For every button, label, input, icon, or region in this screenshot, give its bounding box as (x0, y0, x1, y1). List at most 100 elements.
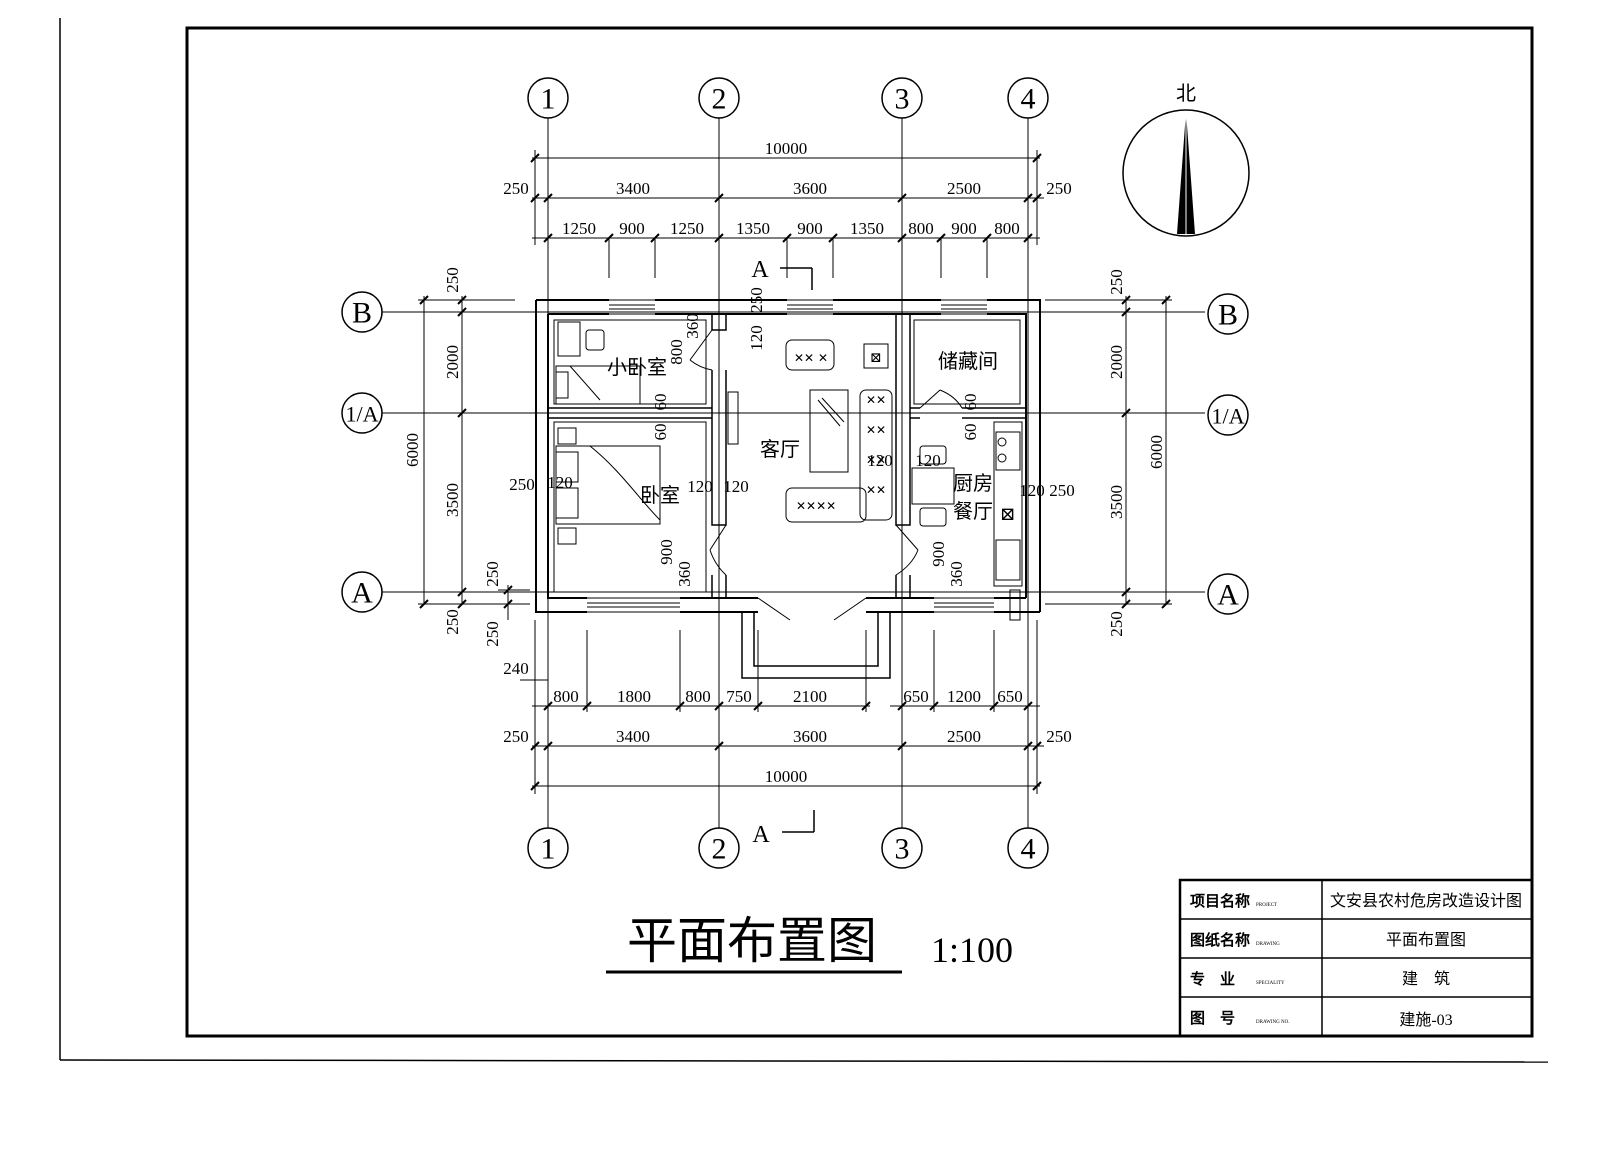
dim-right-part-3: 3500 (1107, 485, 1126, 519)
dim-left-part-4: 250 (443, 609, 462, 635)
drawing-frame (185, 26, 1534, 1038)
dim-bottom-end-left: 250 (503, 727, 529, 746)
room-label-kitchen: 厨房 (953, 472, 993, 495)
dim-int-900-left: 900 (657, 539, 676, 565)
tb-value-speciality: 建 筑 (1402, 970, 1450, 988)
dim-int-360-right: 360 (947, 561, 966, 587)
grid-bubble-4-bottom (1007, 827, 1049, 869)
sofa-cushions: ✕✕ ✕ ✕✕✕✕ ✕✕ ✕✕ ✕✕ ✕✕ ⊠ ⊠ (794, 351, 1015, 524)
room-label-small-bedroom: 小卧室 (607, 356, 667, 379)
dim-int-360-left: 360 (675, 561, 694, 587)
dim-int-250-left: 250 (509, 475, 535, 494)
sheet-edge-bottom (59, 1059, 1549, 1063)
dim-porch: 240 (503, 659, 529, 678)
grid-bubble-B-right (1207, 293, 1249, 335)
grid-bubble-A-left (341, 571, 383, 613)
tb-en-drawing: DRAWING (1256, 942, 1280, 947)
dim-int-60-d: 60 (961, 424, 980, 441)
grid-label-A-left: A (351, 577, 373, 610)
dim-int-360-top: 360 (683, 313, 702, 339)
dim-int-120-c: 120 (867, 451, 893, 470)
grid-bubble-B-left (341, 291, 383, 333)
grid-lines (378, 118, 1205, 828)
tb-label-speciality: 专 业 (1190, 970, 1235, 988)
dim-bottom-bay-2: 3600 (793, 727, 827, 746)
door-main (757, 597, 867, 621)
dim-right-part-2: 2000 (1107, 345, 1126, 379)
door-small-bedroom (689, 329, 713, 371)
north-arrow: 北 (1122, 82, 1250, 237)
bedroom-bed (555, 445, 661, 525)
dim-int-120-d: 120 (915, 451, 941, 470)
door-bedroom (709, 524, 727, 576)
svg-text:✕✕: ✕✕ (866, 483, 886, 497)
tb-en-project: PROJECT (1256, 903, 1277, 908)
dim-top-win-5: 900 (797, 219, 823, 238)
grid-bubble-A-right (1207, 573, 1249, 615)
dim-top-bay-1: 3400 (616, 179, 650, 198)
dim-int-60-c: 60 (961, 394, 980, 411)
svg-text:✕✕: ✕✕ (794, 351, 814, 365)
dim-right-total: 6000 (1147, 435, 1166, 469)
tb-label-drawing-no: 图 号 (1190, 1010, 1235, 1027)
section-mark-top: A (751, 257, 813, 290)
dim-left-small-2: 250 (483, 621, 502, 647)
north-circle (1122, 109, 1250, 237)
dim-bottom-open-4: 750 (726, 687, 752, 706)
svg-text:✕✕: ✕✕ (866, 393, 886, 407)
tb-value-project: 文安县农村危房改造设计图 (1330, 892, 1522, 910)
svg-text:⊠: ⊠ (1000, 504, 1015, 524)
dim-left-part-3: 3500 (443, 483, 462, 517)
left-dimension-lines (418, 296, 530, 620)
grid-bubble-1A-right (1207, 394, 1249, 436)
grid-bubbles (341, 77, 1249, 869)
grid-label-1A-right: 1/A (1212, 404, 1245, 429)
dim-int-60-a: 60 (651, 394, 670, 411)
tb-en-drawing-no: DRAWING NO. (1256, 1020, 1289, 1025)
dim-top-end-left: 250 (503, 179, 529, 198)
room-label-living: 客厅 (760, 438, 800, 461)
dim-bottom-end-right: 250 (1046, 727, 1072, 746)
svg-text:✕✕: ✕✕ (866, 423, 886, 437)
tb-value-drawing-no: 建施-03 (1399, 1011, 1452, 1029)
sofa-top (785, 339, 835, 371)
kitchen-counter (993, 421, 1023, 587)
dim-bottom-bay-1: 3400 (616, 727, 650, 746)
dim-right-part-4: 250 (1107, 611, 1126, 637)
dim-left-small-1: 250 (483, 561, 502, 587)
dim-right-part-1: 250 (1107, 269, 1126, 295)
tb-label-drawing: 图纸名称 (1190, 931, 1250, 949)
grid-label-4-bottom: 4 (1021, 833, 1036, 866)
grid-bubble-3-bottom (881, 827, 923, 869)
dim-top-win-1: 1250 (562, 219, 596, 238)
grid-bubble-1-bottom (527, 827, 569, 869)
dim-bottom-total: 10000 (765, 767, 808, 786)
tb-value-drawing: 平面布置图 (1386, 931, 1466, 949)
coffee-table (809, 389, 849, 473)
bottom-dimension-ticks (530, 701, 1042, 791)
dim-top-bay-2: 3600 (793, 179, 827, 198)
dim-int-120-b: 120 (723, 477, 749, 496)
tb-en-speciality: SPECIALITY (1256, 981, 1285, 986)
svg-text:✕: ✕ (818, 351, 828, 365)
svg-text:✕✕: ✕✕ (866, 453, 886, 467)
room-label-bedroom: 卧室 (640, 484, 680, 507)
dim-top-end-right: 250 (1046, 179, 1072, 198)
dim-top-bay-3: 2500 (947, 179, 981, 198)
grid-label-4-top: 4 (1021, 83, 1036, 116)
dim-top-win-3: 1250 (670, 219, 704, 238)
dim-int-250-top: 250 (747, 287, 766, 313)
dim-top-win-9: 800 (994, 219, 1020, 238)
section-mark-bottom: A (752, 810, 815, 848)
tb-label-project: 项目名称 (1190, 892, 1250, 910)
furniture (555, 321, 1023, 621)
grid-label-3-top: 3 (895, 83, 910, 116)
dim-bottom-open-3: 800 (685, 687, 711, 706)
door-kitchen (895, 524, 919, 576)
top-dimension-ticks (530, 153, 1042, 243)
title-block (1178, 878, 1534, 1038)
dim-bottom-bay-3: 2500 (947, 727, 981, 746)
grid-label-B-right: B (1218, 299, 1238, 332)
grid-label-1-bottom: 1 (541, 833, 556, 866)
svg-text:⊠: ⊠ (870, 351, 882, 366)
